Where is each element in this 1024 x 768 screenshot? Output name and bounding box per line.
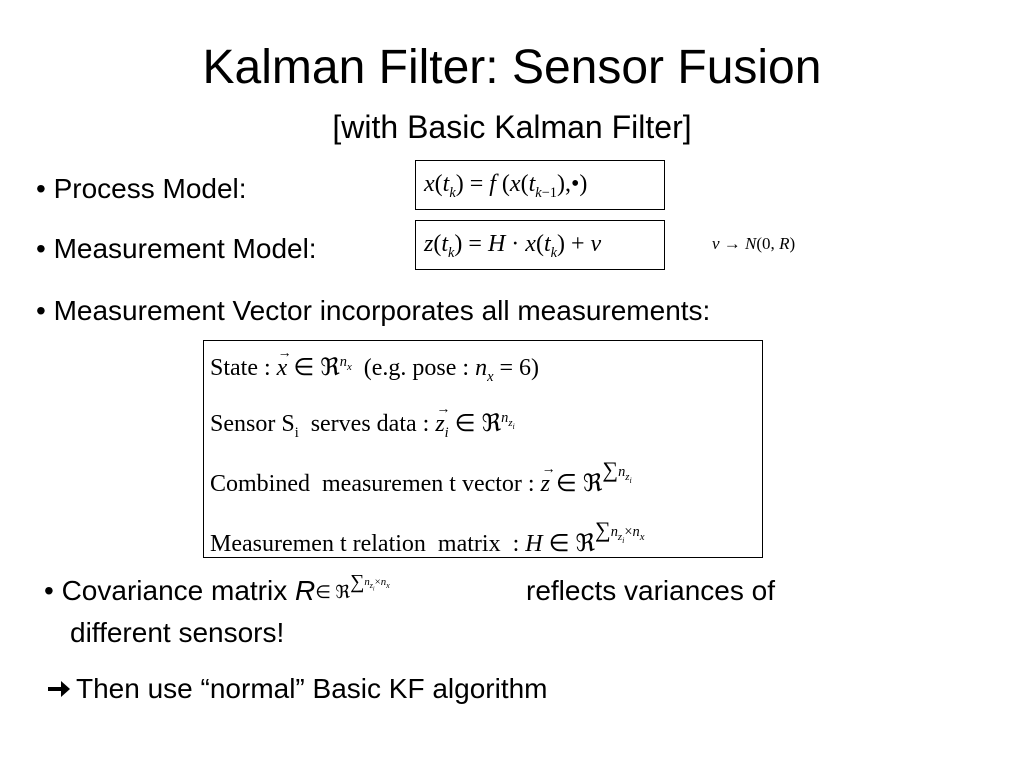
covariance-symbol: R bbox=[295, 575, 316, 606]
sensor-data-line: Sensor Si serves data : zi ∈ ℜnzi bbox=[210, 396, 515, 440]
then-use-text: Then use “normal” Basic KF algorithm bbox=[76, 673, 548, 704]
measurement-vector-box: State : x ∈ ℜnx (e.g. pose : nx = 6) Sen… bbox=[203, 340, 763, 558]
covariance-suffix: reflects variances of bbox=[526, 575, 775, 606]
right-arrow-icon bbox=[46, 672, 76, 706]
bullet-then-use: Then use “normal” Basic KF algorithm bbox=[46, 672, 548, 706]
relation-matrix-line: Measuremen t relation matrix : H ∈ ℜ∑nzi… bbox=[210, 517, 645, 557]
state-definition-line: State : x ∈ ℜnx (e.g. pose : nx = 6) bbox=[210, 340, 539, 384]
process-model-equation: x(tk) = f (x(tk−1),•) bbox=[415, 160, 665, 210]
bullet-covariance: • Covariance matrix R∈ ℜ∑nzi×nx bbox=[44, 571, 390, 612]
bullet-measurement-model: • Measurement Model: bbox=[36, 233, 317, 264]
bullet-process-model: • Process Model: bbox=[36, 173, 247, 204]
covariance-line-2: different sensors! bbox=[70, 617, 285, 648]
covariance-domain: ∈ ℜ∑nzi×nx bbox=[315, 571, 390, 603]
noise-distribution-equation: v → N(0, R) bbox=[712, 234, 796, 253]
measurement-model-equation: z(tk) = H · x(tk) + v bbox=[415, 220, 665, 270]
combined-vector-line: Combined measuremen t vector : z ∈ ℜ∑nzi bbox=[210, 456, 632, 498]
covariance-prefix: • Covariance matrix bbox=[44, 575, 288, 606]
slide-subtitle: [with Basic Kalman Filter] bbox=[332, 109, 692, 145]
slide-title: Kalman Filter: Sensor Fusion bbox=[202, 41, 822, 94]
bullet-measurement-vector: • Measurement Vector incorporates all me… bbox=[36, 295, 711, 326]
